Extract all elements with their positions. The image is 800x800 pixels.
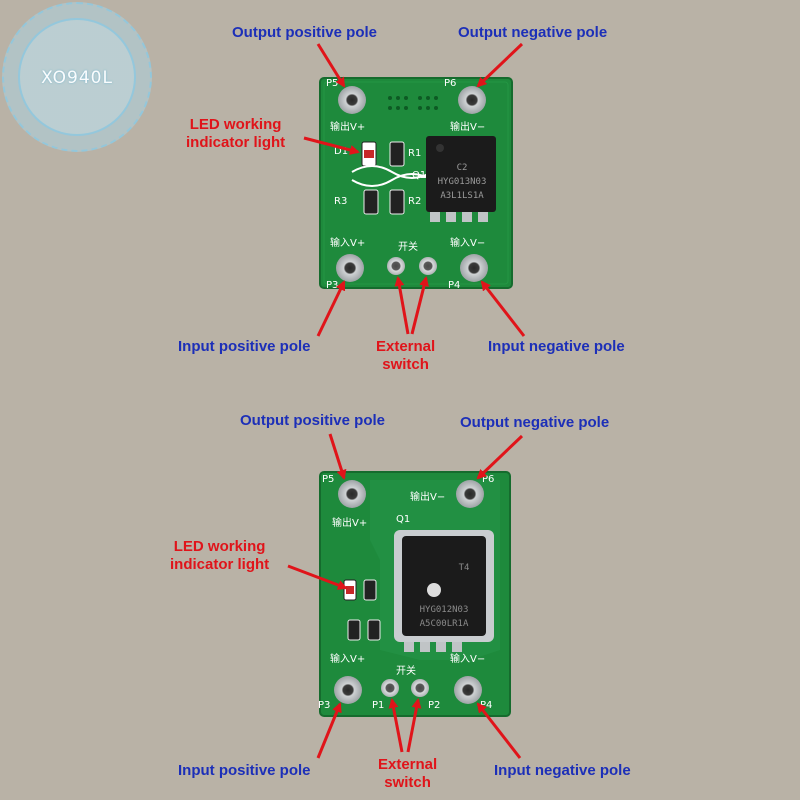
top-label-output-positive: Output positive pole bbox=[232, 24, 377, 41]
top-label-led: LED working indicator light bbox=[186, 116, 285, 152]
top-pad-d1 bbox=[387, 257, 405, 275]
top-label-switch-line1: External bbox=[376, 338, 436, 355]
bottom-label-input-negative: Input negative pole bbox=[494, 762, 631, 779]
top-label-output-negative: Output negative pole bbox=[458, 24, 608, 41]
bottom-label-switch: External switch bbox=[378, 756, 437, 792]
watermark-badge: XO940L bbox=[2, 2, 152, 152]
top-label-switch-line2: switch bbox=[382, 356, 429, 373]
bottom-label-input-positive: Input positive pole bbox=[178, 762, 311, 779]
top-pad-p4 bbox=[460, 254, 488, 282]
bottom-label-led-line1: LED working bbox=[173, 538, 266, 555]
top-pcb-board: C2 HYG013N03 A3L1LS1A P5 P6 输出V+ 输出V− D1… bbox=[319, 77, 513, 291]
bottom-silk-p3: P3 bbox=[318, 700, 330, 711]
watermark-ring bbox=[18, 18, 136, 136]
top-silk-p3: P3 bbox=[326, 280, 338, 291]
top-arrow-input-positive bbox=[316, 280, 346, 337]
top-label-input-negative: Input negative pole bbox=[488, 338, 625, 355]
bottom-chip-mark-2: HYG012N03 bbox=[420, 605, 469, 615]
top-label-input-positive: Input positive pole bbox=[178, 338, 311, 355]
top-mosfet-chip bbox=[426, 136, 496, 222]
top-label-switch: External switch bbox=[376, 338, 435, 374]
top-silk-out-pos: 输出V+ bbox=[330, 120, 365, 133]
bottom-chip-mark-1: T4 bbox=[459, 563, 470, 573]
bottom-label-led-line2: indicator light bbox=[170, 556, 270, 573]
top-arrow-input-negative bbox=[480, 280, 526, 337]
bottom-arrow-input-negative bbox=[476, 702, 522, 759]
top-pad-p3 bbox=[336, 254, 364, 282]
bottom-pad-p6 bbox=[456, 480, 484, 508]
watermark-text: XO940L bbox=[41, 68, 113, 88]
bottom-silk-out-neg: 输出V− bbox=[410, 490, 445, 503]
bottom-label-switch-line1: External bbox=[378, 756, 438, 773]
bottom-pad-p5 bbox=[338, 480, 366, 508]
bottom-label-output-negative: Output negative pole bbox=[460, 414, 610, 431]
bottom-silk-q1: Q1 bbox=[396, 514, 410, 525]
top-smd-components bbox=[351, 141, 433, 215]
bottom-arrow-switch-1 bbox=[388, 698, 404, 753]
top-label-led-line1: LED working bbox=[189, 116, 282, 133]
bottom-arrow-switch-2 bbox=[406, 698, 422, 753]
bottom-arrow-output-positive bbox=[328, 433, 347, 480]
top-chip-mark-2: HYG013N03 bbox=[438, 177, 487, 187]
top-arrow-led bbox=[303, 136, 360, 155]
top-pad-p6 bbox=[458, 86, 486, 114]
top-silk-r2: R2 bbox=[408, 196, 421, 207]
top-silk-out-neg: 输出V− bbox=[450, 120, 485, 133]
bottom-label-switch-line2: switch bbox=[384, 774, 431, 791]
top-chip-mark-1: C2 bbox=[457, 163, 468, 173]
top-silk-in-neg: 输入V− bbox=[450, 236, 485, 249]
top-arrow-output-negative bbox=[476, 42, 524, 88]
top-arrow-switch-2 bbox=[410, 276, 429, 335]
bottom-chip-mark-3: A5C00LR1A bbox=[420, 619, 469, 629]
bottom-silk-p2: P2 bbox=[428, 700, 440, 711]
top-silk-p6: P6 bbox=[444, 78, 456, 89]
bottom-arrow-led bbox=[287, 564, 348, 590]
top-silk-p4: P4 bbox=[448, 280, 460, 291]
bottom-pad-p3 bbox=[334, 676, 362, 704]
bottom-arrow-output-negative bbox=[476, 434, 524, 480]
bottom-pad-p1 bbox=[381, 679, 399, 697]
top-chip-mark-3: A3L1LS1A bbox=[440, 191, 484, 201]
top-silk-switch: 开关 bbox=[398, 240, 418, 253]
top-silk-in-pos: 输入V+ bbox=[330, 236, 365, 249]
bottom-silk-switch: 开关 bbox=[396, 664, 416, 677]
top-silk-d1: D1 bbox=[334, 146, 348, 157]
bottom-silk-in-pos: 输入V+ bbox=[330, 652, 365, 665]
top-silk-r1: R1 bbox=[408, 148, 421, 159]
top-pad-d2 bbox=[419, 257, 437, 275]
bottom-silk-p1: P1 bbox=[372, 700, 384, 711]
bottom-arrow-input-positive bbox=[316, 702, 342, 759]
bottom-pad-p2 bbox=[411, 679, 429, 697]
top-label-led-line2: indicator light bbox=[186, 134, 286, 151]
top-arrow-switch-1 bbox=[394, 276, 410, 335]
top-arrows bbox=[303, 42, 526, 337]
bottom-silk-in-neg: 输入V− bbox=[450, 652, 485, 665]
bottom-silk-p6: P6 bbox=[482, 474, 494, 485]
top-arrow-output-positive bbox=[316, 43, 346, 88]
bottom-label-led: LED working indicator light bbox=[170, 538, 269, 574]
bottom-pad-p4 bbox=[454, 676, 482, 704]
top-silk-p5: P5 bbox=[326, 78, 338, 89]
bottom-silk-p5: P5 bbox=[322, 474, 334, 485]
bottom-mosfet-chip bbox=[394, 530, 494, 652]
bottom-label-output-positive: Output positive pole bbox=[240, 412, 385, 429]
top-silk-q1: Q1 bbox=[412, 170, 426, 181]
top-pad-p5 bbox=[338, 86, 366, 114]
top-silk-r3: R3 bbox=[334, 196, 347, 207]
bottom-arrows bbox=[287, 433, 524, 759]
bottom-pcb-board: T4 HYG012N03 A5C00LR1A P5 P6 输出V− 输出V+ Q… bbox=[318, 471, 511, 717]
bottom-silk-out-pos: 输出V+ bbox=[332, 516, 367, 529]
